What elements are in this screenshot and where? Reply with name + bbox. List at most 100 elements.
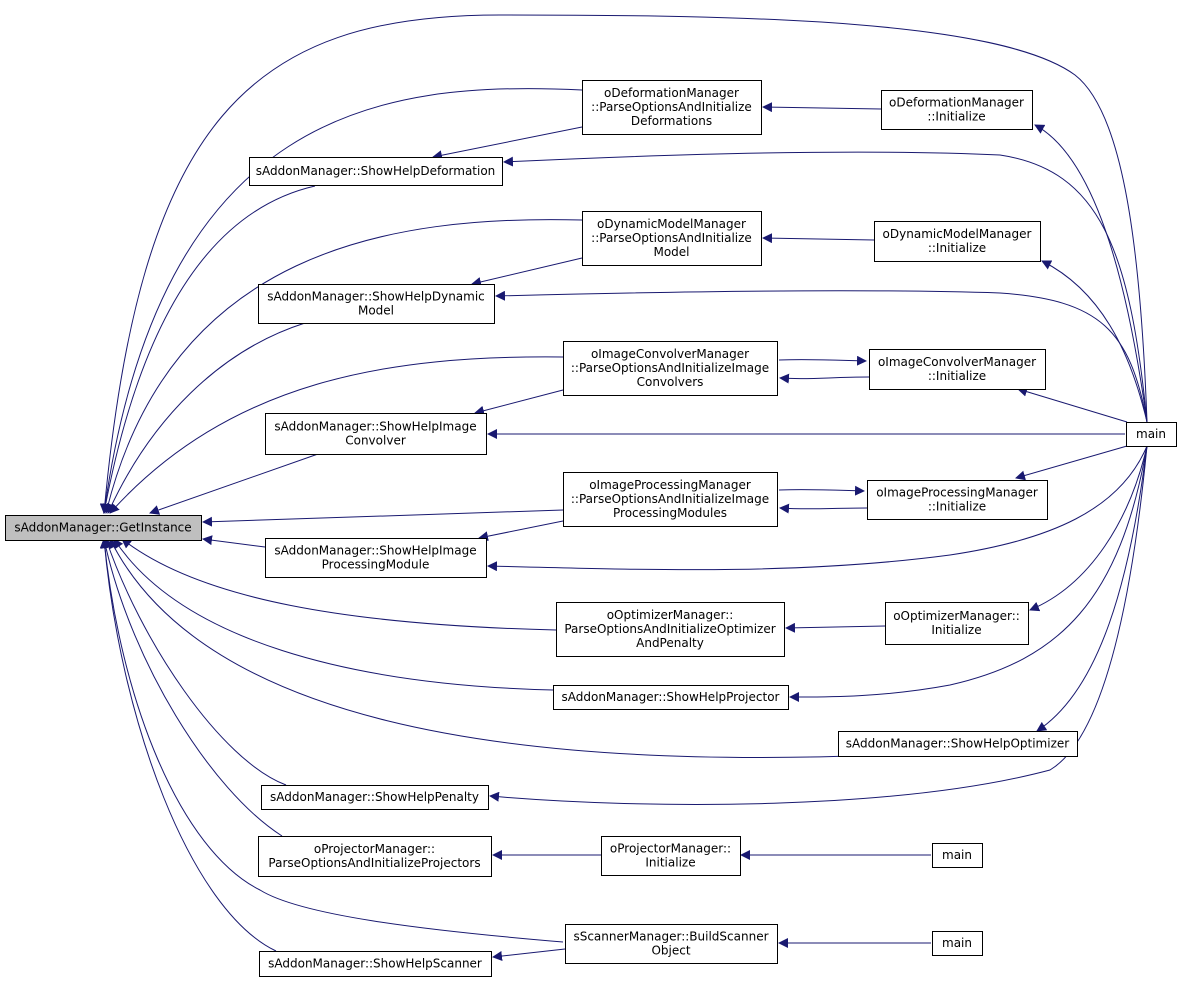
edge-main1-to-root [99, 14, 1148, 514]
node-label: ::ParseOptionsAndInitialize [591, 100, 752, 114]
edge-opt-parse-to-root [121, 538, 557, 631]
edge-def-init-to-def-parse [762, 102, 882, 113]
node-def-init[interactable]: oDeformationManager::Initialize [881, 90, 1033, 130]
node-box [881, 90, 1033, 130]
edge-proc-init-to-proc-parse [779, 503, 868, 514]
node-box [563, 472, 778, 527]
edge-main1-to-def-init [1034, 124, 1148, 423]
node-box [869, 349, 1046, 390]
edge-def-parse-to-root [100, 88, 583, 514]
edge-main1-to-help-dyn [495, 290, 1148, 423]
node-main3[interactable]: main [932, 931, 983, 956]
node-label: main [1136, 427, 1166, 441]
node-label: Initialize [645, 856, 695, 870]
node-main2[interactable]: main [932, 843, 983, 868]
node-proj-init[interactable]: oProjectorManager::Initialize [601, 836, 741, 876]
node-label: main [942, 848, 972, 862]
edge-dyn-parse-to-root [103, 219, 583, 514]
node-help-scan[interactable]: sAddonManager::ShowHelpScanner [259, 951, 492, 977]
edge-main1-to-help-proc [487, 445, 1148, 572]
node-box [553, 685, 789, 710]
node-box [259, 951, 492, 977]
node-dyn-parse[interactable]: oDynamicModelManager::ParseOptionsAndIni… [582, 211, 762, 266]
node-box [249, 157, 503, 186]
node-main1[interactable]: main [1126, 422, 1177, 447]
edge-help-conv-to-root [149, 453, 319, 515]
node-box [601, 836, 741, 876]
node-box [582, 80, 762, 135]
node-box [1126, 422, 1177, 447]
node-box [5, 515, 202, 541]
edge-main1-to-help-pen [489, 445, 1148, 805]
node-label: Deformations [631, 114, 712, 128]
edge-help-pen-to-root [104, 538, 287, 786]
edge-opt-init-to-opt-parse [785, 622, 886, 633]
node-label: sAddonManager::ShowHelpImage [274, 544, 476, 558]
node-label: sAddonManager::ShowHelpDeformation [256, 164, 496, 178]
node-label: sAddonManager::ShowHelpPenalty [270, 790, 479, 804]
node-help-pen[interactable]: sAddonManager::ShowHelpPenalty [261, 785, 489, 810]
edge-conv-parse-to-help-conv [474, 389, 564, 416]
edge-scan-build-to-help-scan [492, 948, 566, 961]
node-box [885, 602, 1029, 645]
node-label: oImageProcessingManager [589, 478, 751, 492]
node-box [932, 843, 983, 868]
node-label: ProcessingModule [322, 558, 430, 572]
edge-proj-parse-to-root [101, 538, 283, 837]
node-root[interactable]: sAddonManager::GetInstance [5, 515, 202, 541]
node-dyn-init[interactable]: oDynamicModelManager::Initialize [874, 221, 1041, 262]
node-label: ::Initialize [928, 241, 986, 255]
edge-help-proj-to-root [113, 538, 554, 691]
node-label: ::Initialize [928, 500, 986, 514]
node-label: Initialize [931, 623, 981, 637]
node-label: ::ParseOptionsAndInitializeImage [571, 361, 769, 375]
node-label: sAddonManager::ShowHelpImage [274, 420, 476, 434]
node-label: Convolver [345, 434, 406, 448]
node-help-opt[interactable]: sAddonManager::ShowHelpOptimizer [838, 731, 1078, 757]
edge-help-opt-to-root [109, 538, 881, 758]
node-label: oOptimizerManager:: [607, 608, 734, 622]
node-proj-parse[interactable]: oProjectorManager::ParseOptionsAndInitia… [258, 836, 492, 877]
node-opt-init[interactable]: oOptimizerManager::Initialize [885, 602, 1029, 645]
edge-conv-parse-to-conv-init [778, 355, 867, 366]
node-label: oDynamicModelManager [883, 227, 1032, 241]
node-label: ::Initialize [927, 110, 985, 124]
node-box [563, 341, 778, 396]
edge-main1-to-help-def [503, 151, 1148, 423]
node-label: oImageConvolverManager [591, 347, 749, 361]
edge-def-parse-to-help-def [432, 126, 583, 161]
node-box [565, 924, 778, 964]
node-label: ProcessingModules [613, 506, 727, 520]
node-box [258, 284, 495, 324]
node-label: sAddonManager::ShowHelpScanner [268, 957, 482, 971]
node-box [838, 731, 1078, 757]
node-help-def[interactable]: sAddonManager::ShowHelpDeformation [249, 157, 503, 186]
node-proc-init[interactable]: oImageProcessingManager::Initialize [867, 480, 1048, 520]
edge-main1-to-dyn-init [1041, 260, 1148, 423]
node-label: sAddonManager::ShowHelpOptimizer [846, 737, 1069, 751]
node-label: sAddonManager::GetInstance [14, 521, 191, 535]
node-label: sAddonManager::ShowHelpProjector [562, 690, 780, 704]
node-help-proc[interactable]: sAddonManager::ShowHelpImageProcessingMo… [265, 538, 487, 578]
node-label: Model [358, 304, 394, 318]
node-conv-parse[interactable]: oImageConvolverManager::ParseOptionsAndI… [563, 341, 778, 396]
node-label: oProjectorManager:: [610, 842, 731, 856]
node-proc-parse[interactable]: oImageProcessingManager::ParseOptionsAnd… [563, 472, 778, 527]
node-conv-init[interactable]: oImageConvolverManager::Initialize [869, 349, 1046, 390]
node-opt-parse[interactable]: oOptimizerManager::ParseOptionsAndInitia… [556, 602, 785, 657]
node-label: oDeformationManager [889, 96, 1024, 110]
node-label: AndPenalty [636, 636, 704, 650]
node-label: ::ParseOptionsAndInitializeImage [571, 492, 769, 506]
node-help-proj[interactable]: sAddonManager::ShowHelpProjector [553, 685, 789, 710]
node-box [556, 602, 785, 657]
node-label: main [942, 936, 972, 950]
node-label: oDynamicModelManager [597, 217, 746, 231]
node-label: oImageConvolverManager [878, 355, 1036, 369]
node-def-parse[interactable]: oDeformationManager::ParseOptionsAndInit… [582, 80, 762, 135]
edge-help-scan-to-root [99, 538, 277, 952]
edge-main1-to-opt-init [1029, 445, 1148, 612]
